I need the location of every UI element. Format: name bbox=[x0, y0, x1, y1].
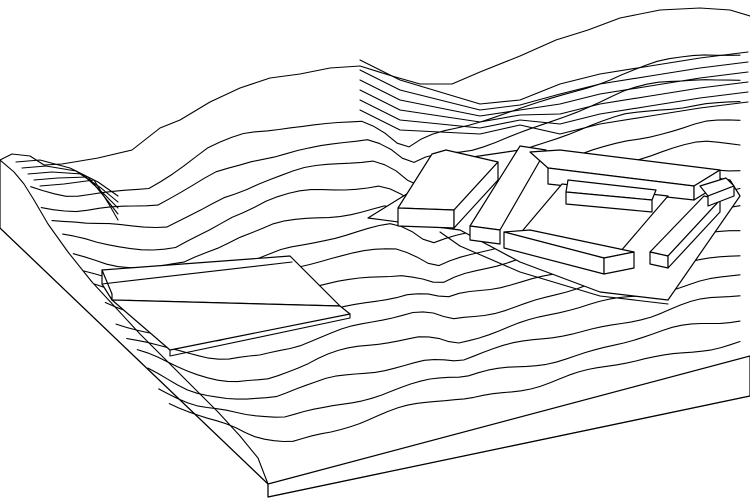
terrain-top-outline bbox=[0, 7, 750, 166]
platform-upper-top bbox=[101, 255, 341, 307]
courtyard-building-complex bbox=[367, 145, 741, 305]
contour-line bbox=[27, 171, 119, 209]
contour-line bbox=[359, 61, 749, 111]
terrain-right-edge bbox=[267, 395, 750, 498]
east-stub-front bbox=[707, 185, 735, 207]
terrain-block bbox=[0, 7, 750, 498]
central-bar-side bbox=[469, 225, 501, 245]
terraced-platform-upper bbox=[101, 255, 341, 307]
contour-line bbox=[359, 71, 749, 117]
contour-line bbox=[359, 101, 749, 135]
south-bar-end bbox=[603, 251, 635, 275]
contour-line bbox=[40, 79, 741, 213]
contour-line bbox=[33, 176, 119, 215]
east-bar-side bbox=[667, 199, 721, 269]
platform-upper-ridge bbox=[101, 261, 293, 285]
terraced-platform-lower bbox=[111, 299, 351, 357]
contour-line bbox=[168, 340, 741, 443]
west-wing-side bbox=[453, 161, 499, 229]
contour-line bbox=[359, 81, 749, 123]
plinth-step-line bbox=[439, 231, 669, 305]
platform-lower-edge bbox=[169, 313, 351, 357]
contour-line bbox=[51, 101, 741, 229]
contour-line bbox=[147, 295, 741, 400]
contour-line bbox=[15, 159, 119, 197]
contour-line bbox=[62, 119, 741, 251]
contour-line bbox=[359, 51, 749, 105]
inner-block-front bbox=[565, 191, 653, 213]
contour-line bbox=[39, 179, 119, 221]
contour-line bbox=[158, 320, 741, 418]
terrain-left-ridge bbox=[0, 159, 269, 485]
contour-line bbox=[359, 91, 749, 129]
contour-line bbox=[30, 54, 741, 197]
contour-line bbox=[21, 165, 119, 203]
west-wing-front bbox=[397, 207, 455, 229]
